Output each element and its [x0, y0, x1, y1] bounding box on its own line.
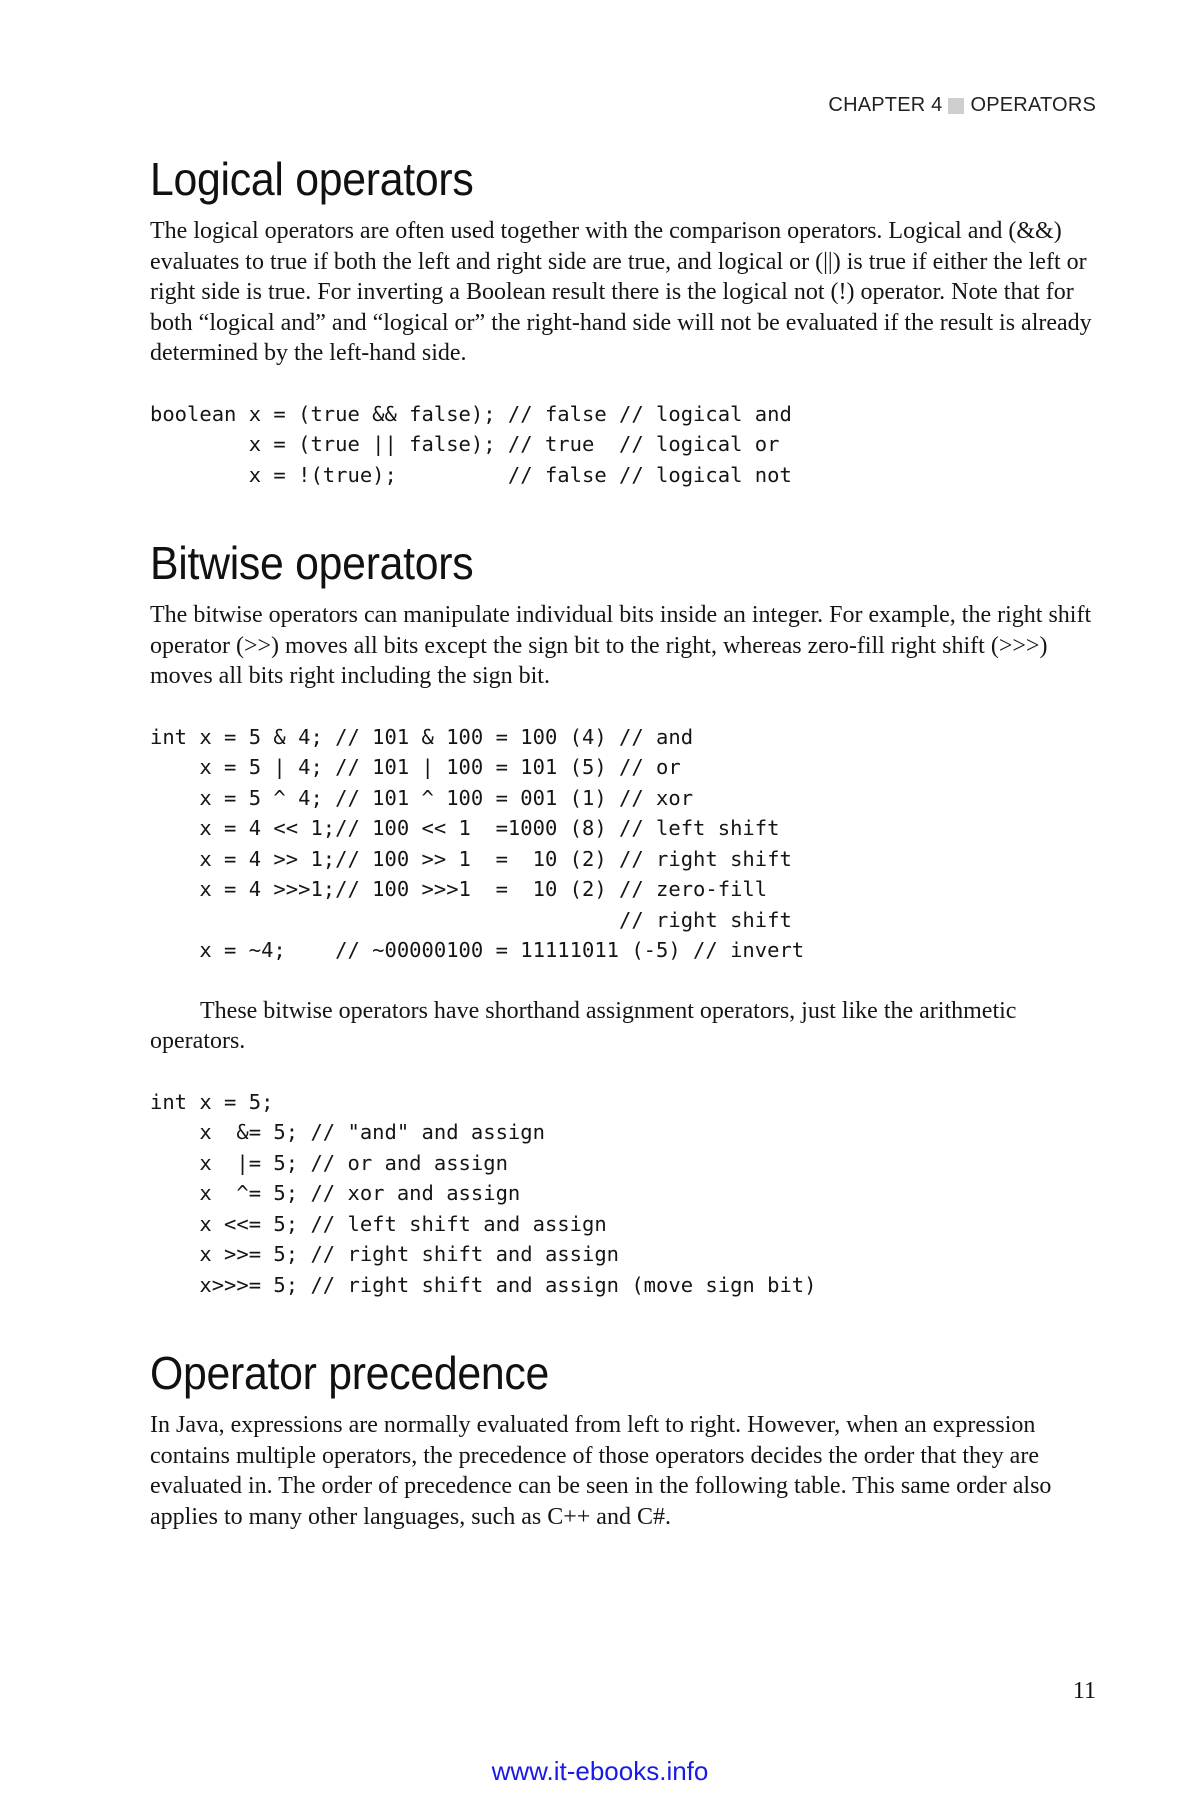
heading-logical-operators: Logical operators	[150, 153, 474, 205]
page-number: 11	[1072, 1678, 1096, 1704]
paragraph-shorthand-assignment: These bitwise operators have shorthand a…	[150, 997, 1017, 1055]
footer-website-link[interactable]: www.it-ebooks.info	[491, 1756, 709, 1786]
page-body: Logical operators The logical operators …	[150, 152, 1100, 1532]
section-bitwise-operators: Bitwise operators The bitwise operators …	[150, 536, 1100, 1300]
section-operator-precedence: Operator precedence In Java, expressions…	[150, 1346, 1100, 1532]
chapter-label: CHAPTER 4	[828, 94, 943, 116]
heading-bitwise-operators: Bitwise operators	[150, 537, 474, 589]
code-block-bitwise: int x = 5 & 4; // 101 & 100 = 100 (4) //…	[150, 724, 805, 963]
running-head: CHAPTER 4 OPERATORS	[828, 94, 1096, 117]
paragraph-operator-precedence: In Java, expressions are normally evalua…	[150, 1412, 1052, 1530]
chapter-title: OPERATORS	[970, 94, 1096, 116]
heading-operator-precedence: Operator precedence	[150, 1347, 549, 1399]
paragraph-bitwise-operators: The bitwise operators can manipulate ind…	[150, 602, 1092, 689]
section-logical-operators: Logical operators The logical operators …	[150, 152, 1100, 490]
paragraph-logical-operators: The logical operators are often used tog…	[150, 218, 1092, 366]
separator-square-icon	[948, 97, 965, 114]
code-block-logical: boolean x = (true && false); // false //…	[150, 401, 792, 487]
code-block-assignment: int x = 5; x &= 5; // "and" and assign x…	[150, 1089, 817, 1297]
